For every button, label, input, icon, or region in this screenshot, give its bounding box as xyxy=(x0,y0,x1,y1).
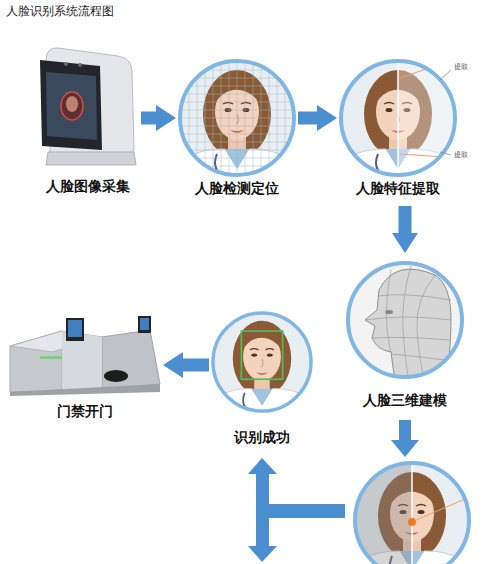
kiosk-device xyxy=(46,152,136,165)
flow-arrow xyxy=(268,504,345,518)
step-caption: 人脸检测定位 xyxy=(195,179,279,197)
face-photo xyxy=(397,58,399,178)
flow-arrow xyxy=(399,420,411,440)
leader-line xyxy=(440,70,451,80)
picture-area xyxy=(340,60,456,176)
face-photo xyxy=(175,58,299,180)
feature-label: 提取 xyxy=(454,63,468,71)
face-photo xyxy=(180,61,294,175)
picture-area xyxy=(212,312,312,412)
picture-area xyxy=(10,315,160,395)
kiosk-device xyxy=(40,60,102,150)
picture-area xyxy=(179,60,295,176)
face-photo xyxy=(408,518,416,526)
gate-turnstile xyxy=(104,370,128,382)
face-photo xyxy=(177,58,297,178)
diagram-title: 人脸识别系统流程图 xyxy=(6,4,114,19)
feature-label: 提取 xyxy=(454,151,468,159)
face-photo xyxy=(355,463,469,564)
picture-area xyxy=(347,262,463,378)
face-photo xyxy=(209,310,316,415)
kiosk-device xyxy=(64,62,68,66)
face-photo xyxy=(350,460,474,564)
face-photo xyxy=(175,58,299,180)
face-photo xyxy=(336,58,460,180)
flow-arrow xyxy=(183,359,209,372)
face-photo xyxy=(209,310,316,415)
face-photo xyxy=(209,310,316,415)
face-photo xyxy=(241,331,282,379)
flow-arrow xyxy=(248,458,277,474)
process-step: 人脸检测定位 xyxy=(179,60,295,197)
face-photo xyxy=(411,460,413,564)
picture-area xyxy=(38,45,138,165)
face-photo xyxy=(350,460,474,564)
process-step: 门禁开门 xyxy=(10,315,160,420)
face-photo xyxy=(177,70,297,166)
step-caption: 识别成功 xyxy=(234,428,290,446)
flow-arrow xyxy=(391,440,419,457)
face-photo xyxy=(336,58,460,180)
flow-arrow xyxy=(298,112,317,125)
gate-turnstile xyxy=(140,318,149,330)
leader-line xyxy=(440,152,451,155)
gate-turnstile xyxy=(10,384,160,396)
kiosk-device xyxy=(66,96,78,112)
process-step: 人脸特征提取 xyxy=(340,60,456,197)
face-photo xyxy=(398,58,458,178)
head-model xyxy=(385,310,393,314)
gate-turnstile xyxy=(10,316,160,396)
process-step: 人脸三维建模 xyxy=(347,262,463,409)
kiosk-device xyxy=(46,72,97,140)
kiosk-device xyxy=(78,63,82,67)
face-photo xyxy=(350,460,474,564)
flow-arrow xyxy=(399,206,412,233)
face-photo xyxy=(175,58,299,180)
process-step: 人脸图像采集 xyxy=(38,45,138,195)
face-photo xyxy=(336,58,460,180)
flow-arrow xyxy=(248,546,277,562)
flow-arrow xyxy=(256,474,269,546)
face-photo xyxy=(341,61,455,175)
gate-turnstile xyxy=(138,316,151,333)
face-photo xyxy=(213,313,311,411)
head-model xyxy=(345,260,465,382)
gate-turnstile xyxy=(66,318,84,341)
gate-turnstile xyxy=(102,330,160,390)
step-caption: 人脸图像采集 xyxy=(46,177,130,195)
head-model xyxy=(348,263,462,377)
head-model xyxy=(345,260,465,382)
process-step: 识别成功 xyxy=(212,312,312,446)
flow-arrow xyxy=(141,112,156,125)
step-caption: 门禁开门 xyxy=(57,402,113,420)
step-caption: 人脸特征提取 xyxy=(356,179,440,197)
gate-turnstile xyxy=(68,320,82,337)
gate-turnstile xyxy=(40,356,62,359)
kiosk-device xyxy=(61,92,83,120)
kiosk-device xyxy=(40,48,136,165)
step-caption: 人脸三维建模 xyxy=(363,391,447,409)
